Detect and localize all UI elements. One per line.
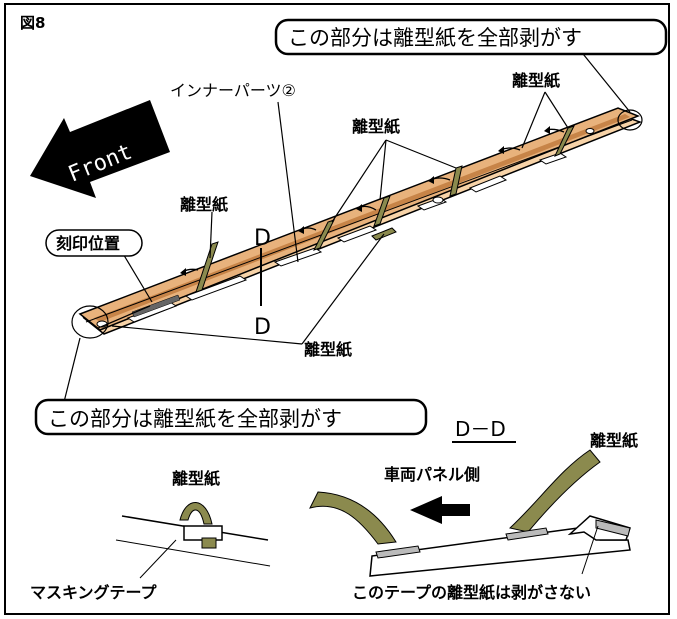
left-end-circle xyxy=(71,305,109,339)
section-mark-bottom: D xyxy=(254,315,271,340)
section-mark-top: D xyxy=(254,226,271,251)
stamp-position-pill xyxy=(45,229,143,257)
vehicle-panel-side-label: 車両パネル側 xyxy=(384,465,480,484)
callout-top-box xyxy=(274,18,668,56)
right-end-circle xyxy=(617,109,643,131)
release-paper-label-1: 離型紙 xyxy=(352,117,400,136)
front-arrow-icon: Front xyxy=(30,100,170,198)
release-paper-label-6: 離型紙 xyxy=(172,469,220,488)
release-paper-label-3: 離型紙 xyxy=(180,195,228,214)
direction-arrow-icon xyxy=(410,496,470,524)
figure-label: 図8 xyxy=(20,14,45,32)
note-leader xyxy=(581,525,599,575)
section-profile xyxy=(309,449,631,577)
release-paper-label-5: 離型紙 xyxy=(590,431,638,450)
section-title: D－D xyxy=(455,417,506,441)
callout-bottom-text: この部分は離型紙を全部剥がす xyxy=(48,407,342,431)
callout-bottom-box xyxy=(34,398,428,436)
release-paper-label-4: 離型紙 xyxy=(304,340,352,359)
masking-tape-label: マスキングテープ xyxy=(30,583,158,602)
callout-top-text: この部分は離型紙を全部剥がす xyxy=(288,26,582,50)
note-bottom-text: このテープの離型紙は剥がさない xyxy=(352,583,591,602)
release-paper-label-2: 離型紙 xyxy=(512,71,560,90)
stamp-position-label: 刻印位置 xyxy=(56,234,120,253)
leader-lines xyxy=(63,43,631,403)
inner-parts-label: インナーパーツ② xyxy=(170,81,296,100)
masking-tape-detail xyxy=(115,502,271,579)
inner-parts-strip xyxy=(78,107,643,335)
